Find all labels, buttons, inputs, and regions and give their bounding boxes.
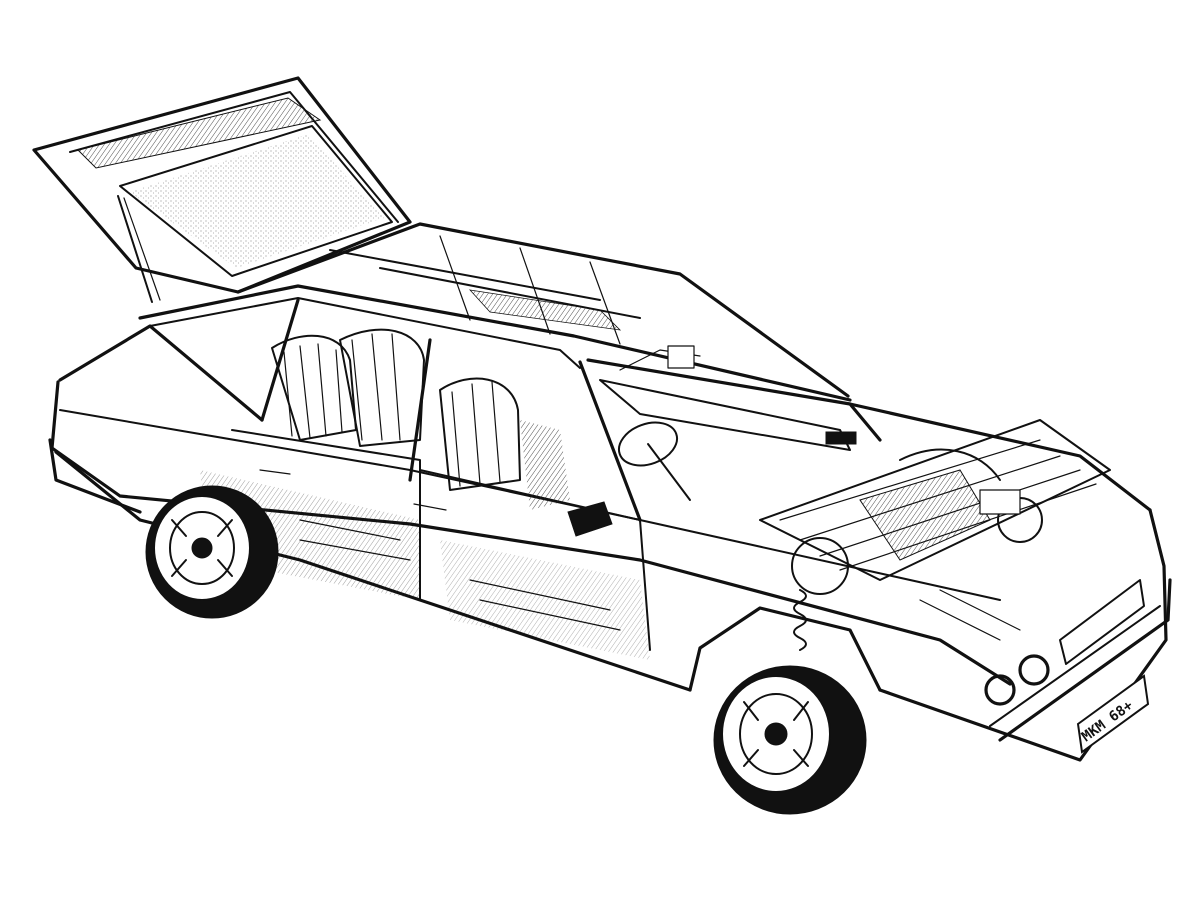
rear-wheel xyxy=(145,485,279,619)
front-wheel xyxy=(713,665,867,815)
engine-bay xyxy=(759,419,1145,706)
front-number-plate: MKM 68+ xyxy=(1076,674,1150,754)
seats xyxy=(271,328,570,510)
steering-dashboard xyxy=(567,345,857,537)
tailgate-open xyxy=(32,76,412,303)
roof-structure xyxy=(138,222,882,522)
